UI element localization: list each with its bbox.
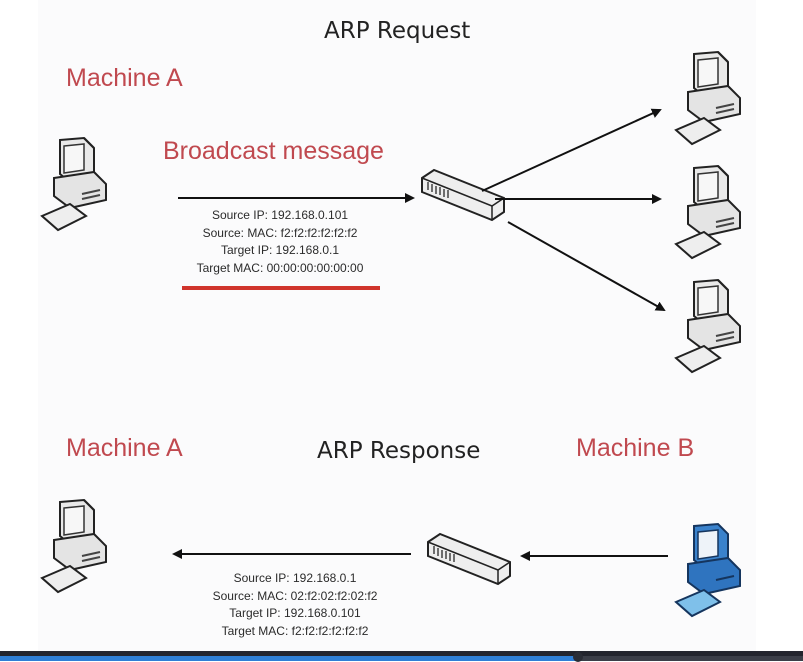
machine-b-label: Machine B: [576, 434, 695, 462]
request-switch-icon: [421, 169, 505, 221]
target-computer-icon-1: [675, 51, 741, 145]
response-source-mac: Source: MAC: 02:f2:02:f2:02:f2: [212, 588, 378, 603]
response-switch-icon: [427, 533, 511, 585]
request-target-ip: Target IP: 192.168.0.1: [220, 243, 340, 257]
machine-b-computer-icon: [675, 523, 741, 617]
target-computer-icon-3: [675, 279, 741, 373]
broadcast-arrow-bottom: [507, 221, 666, 311]
arp-request-title: ARP Request: [324, 18, 471, 44]
response-target-ip: Target IP: 192.168.0.101: [229, 606, 361, 620]
target-computer-icon-2: [675, 165, 741, 259]
slide: [38, 0, 756, 651]
arp-response-title: ARP Response: [317, 438, 481, 464]
request-source-mac: Source: MAC: f2:f2:f2:f2:f2:f2: [202, 225, 358, 240]
broadcast-arrow-top: [481, 108, 662, 192]
machine-a-response-label: Machine A: [66, 434, 183, 462]
response-source-ip: Source IP: 192.168.0.1: [233, 571, 357, 585]
response-packet: Source IP: 192.168.0.1 Source: MAC: 02:f…: [170, 570, 420, 640]
machine-a-request-computer-icon: [41, 137, 107, 231]
progress-scrubber-handle[interactable]: [573, 652, 584, 662]
machine-a-request-label: Machine A: [66, 64, 183, 92]
broadcast-message-label: Broadcast message: [163, 137, 384, 165]
video-progress-bar[interactable]: [0, 651, 803, 662]
request-source-ip: Source IP: 192.168.0.101: [211, 208, 349, 222]
request-target-mac: Target MAC: 00:00:00:00:00:00: [196, 260, 364, 275]
response-target-mac: Target MAC: f2:f2:f2:f2:f2:f2: [221, 623, 369, 638]
machine-a-response-computer-icon: [41, 499, 107, 593]
request-packet: Source IP: 192.168.0.101 Source: MAC: f2…: [170, 207, 390, 277]
progress-fill: [0, 656, 579, 661]
